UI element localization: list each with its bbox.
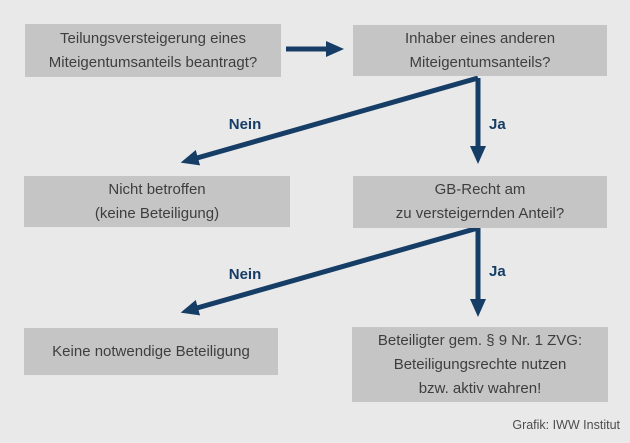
edge-label-nein-2: Nein (228, 266, 262, 283)
edge-inhaber-nein (180, 75, 479, 166)
edge-label-ja-2: Ja (489, 263, 506, 280)
edge-label-ja-1: Ja (489, 116, 506, 133)
node-text-line: Nicht betroffen (108, 180, 206, 198)
node-text-line: Miteigentumsanteils beantragt? (48, 53, 258, 71)
node-question-inhaber: Inhaber eines anderen Miteigentumsanteil… (353, 25, 607, 76)
node-text-line: Teilungsversteigerung eines (60, 29, 246, 47)
node-text-line: GB-Recht am (434, 181, 526, 198)
node-text-line: bzw. aktiv wahren! (418, 379, 542, 397)
node-text-line: zu versteigernden Anteil? (395, 205, 565, 222)
node-text-line: Beteiligungsrechte nutzen (393, 355, 567, 373)
node-text-line: Miteigentumsanteils? (409, 53, 551, 71)
node-text-line: Beteiligter gem. § 9 Nr. 1 ZVG: (377, 331, 583, 349)
credit-text: Grafik: IWW Institut (512, 418, 620, 432)
node-result-keine-beteiligung: Keine notwendige Beteiligung (24, 328, 278, 375)
edge-label-nein-1: Nein (228, 116, 262, 133)
node-text-line: (keine Beteiligung) (94, 204, 220, 222)
node-result-nicht-betroffen: Nicht betroffen (keine Beteiligung) (24, 176, 290, 227)
node-text-line: Inhaber eines anderen (404, 29, 556, 47)
node-result-beteiligter: Beteiligter gem. § 9 Nr. 1 ZVG: Beteilig… (352, 327, 608, 402)
node-question-gb-recht: GB-Recht am zu versteigernden Anteil? (353, 176, 607, 228)
edge-gbrecht-nein (180, 225, 479, 316)
node-question-teilungsversteigerung: Teilungsversteigerung eines Miteigentums… (25, 24, 281, 77)
node-text-line: Keine notwendige Beteiligung (52, 342, 250, 360)
